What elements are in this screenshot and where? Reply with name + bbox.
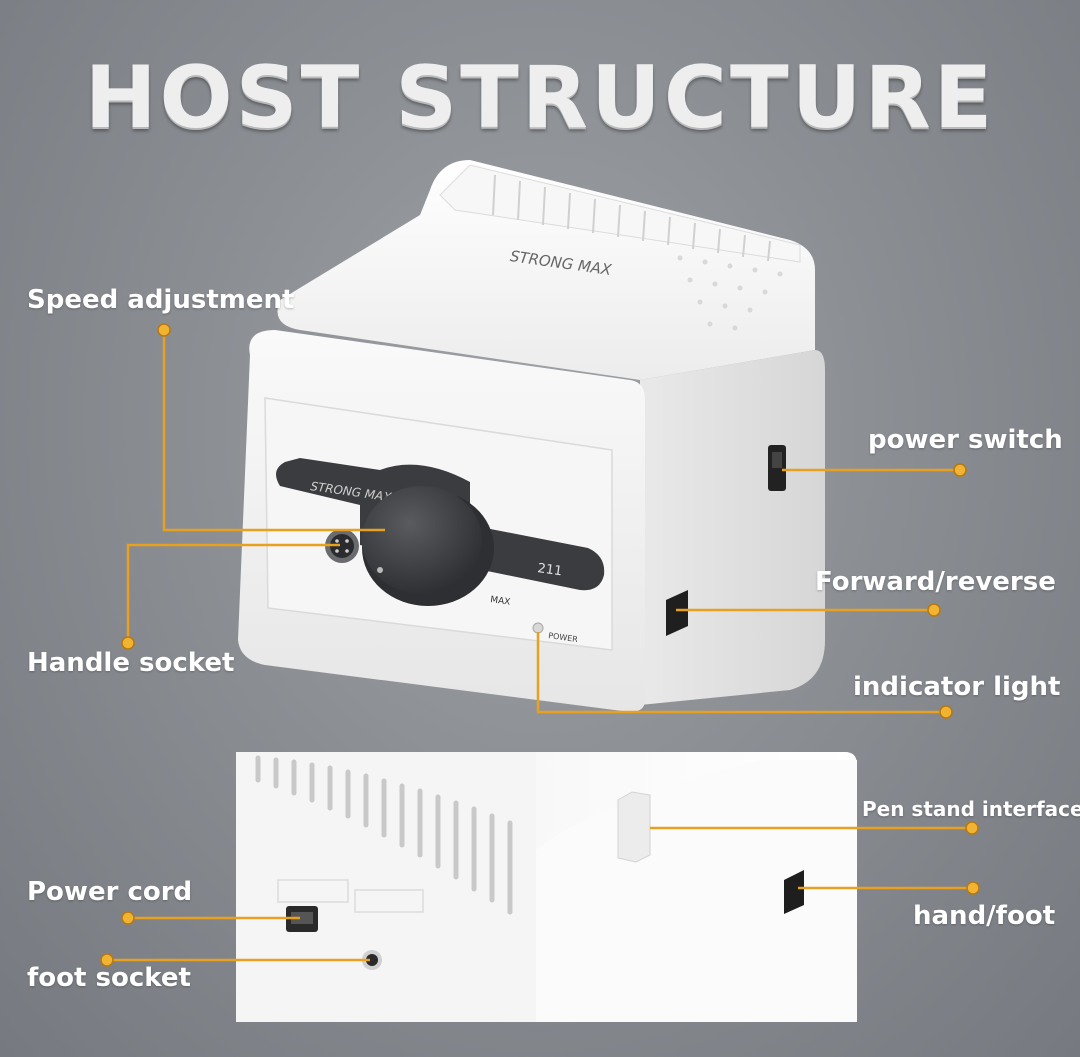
label-handle-socket: Handle socket: [27, 648, 235, 678]
power-text: POWER: [548, 631, 579, 644]
label-forward-reverse: Forward/reverse: [815, 567, 1056, 597]
leader-indicator-light: [536, 632, 946, 714]
callout-lines: [107, 330, 973, 962]
rear-vent-fins: [255, 755, 513, 915]
label-pen-stand-interface: Pen stand interface: [862, 797, 1080, 821]
device-rear: [236, 752, 857, 1022]
forward-reverse-switch[interactable]: [666, 590, 688, 636]
label-hand-foot: hand/foot: [913, 901, 1056, 931]
label-foot-socket: foot socket: [27, 963, 191, 993]
label-speed-adjustment: Speed adjustment: [27, 285, 295, 315]
page-title: HOST STRUCTURE: [84, 48, 996, 148]
model-number: 211: [536, 561, 563, 579]
top-vent-fins: [492, 174, 771, 262]
indicator-light: [532, 622, 544, 634]
callout-dots: [100, 323, 980, 967]
device-side: [640, 350, 825, 705]
leader-handle-socket: [126, 543, 340, 643]
label-power-cord: Power cord: [27, 877, 193, 907]
speed-knob[interactable]: [362, 486, 482, 594]
label-indicator-light: indicator light: [853, 672, 1061, 702]
leader-speed-adjustment: [162, 330, 385, 532]
pen-stand-interface: [617, 791, 651, 863]
hand-foot-switch[interactable]: [784, 870, 804, 914]
knob-max-label: MAX: [490, 595, 511, 608]
device-top: [277, 160, 815, 380]
label-power-switch: power switch: [868, 425, 1063, 455]
device-main: STRONG MAX STRONG MAX 211 MAX POWER: [238, 160, 825, 712]
